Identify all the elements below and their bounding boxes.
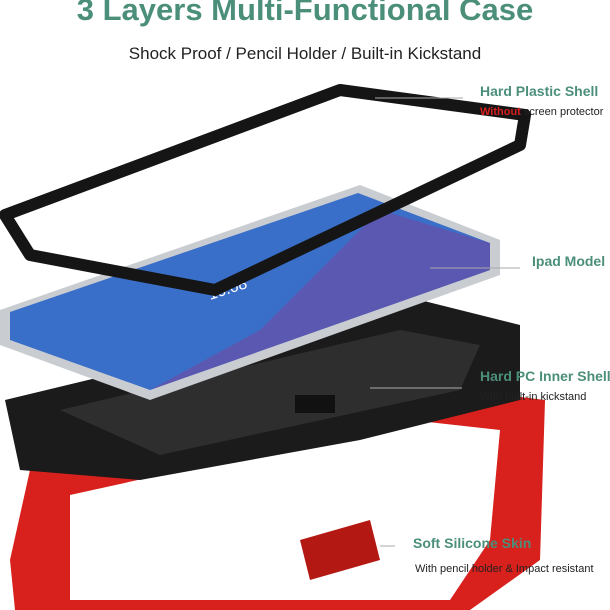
layer-desc-plastic-shell: Without screen protector: [480, 106, 603, 118]
leader-lines: [370, 97, 520, 547]
silicone-skin: [10, 385, 545, 610]
layer-desc-silicone-skin: With pencil holder & Impact resistant: [415, 563, 594, 575]
plastic-shell: [0, 84, 531, 296]
layer-label-plastic-shell: Hard Plastic Shell: [480, 83, 599, 99]
highlight-word: Without: [480, 106, 521, 118]
inner-shell: [5, 300, 520, 480]
page-title: 3 Layers Multi-Functional Case: [76, 0, 534, 27]
layer-label-silicone-skin: Soft Silicone Skin: [413, 535, 532, 551]
layer-label-inner-shell: Hard PC Inner Shell: [480, 368, 610, 384]
desc-text: screen protector: [520, 106, 604, 118]
page-subtitle: Shock Proof / Pencil Holder / Built-in K…: [128, 44, 482, 63]
layer-label-tablet: Ipad Model: [532, 253, 606, 269]
layer-desc-inner-shell: With built-in kickstand: [480, 391, 587, 403]
